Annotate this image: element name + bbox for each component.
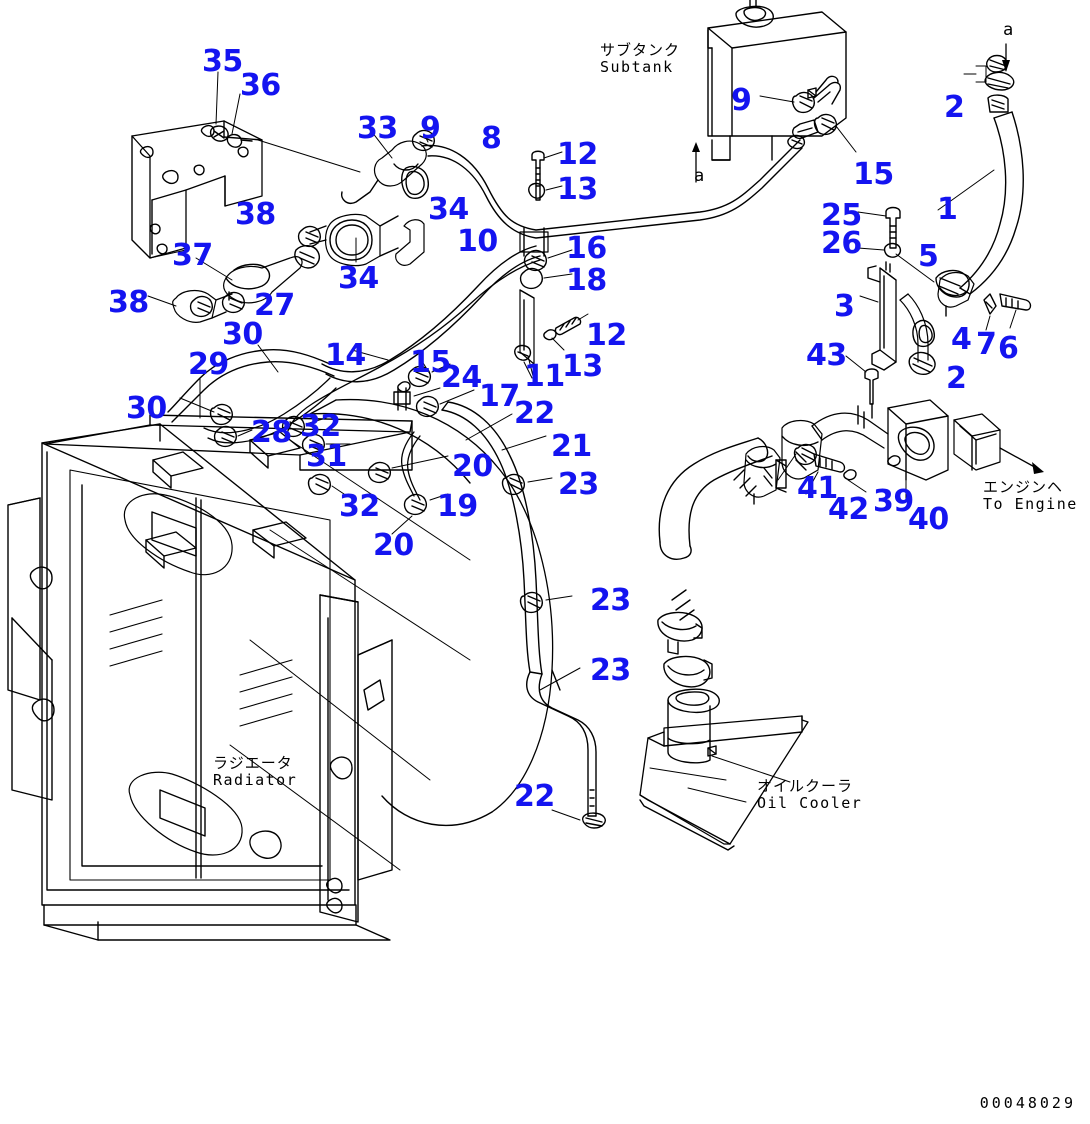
callout-25-15[interactable]: 25 — [821, 198, 862, 233]
callout-38-22[interactable]: 38 — [108, 285, 149, 320]
callout-12-33[interactable]: 12 — [586, 318, 627, 353]
callout-2-37[interactable]: 2 — [946, 361, 967, 396]
callout-2-8[interactable]: 2 — [944, 90, 965, 125]
radiator-assembly — [7, 414, 413, 941]
annotation-radiator-en: Radiator — [213, 771, 298, 789]
callout-40-52[interactable]: 40 — [908, 502, 949, 537]
callout-24-31[interactable]: 24 — [441, 360, 482, 395]
callout-23-45[interactable]: 23 — [558, 467, 599, 502]
annotation-subtank: サブタンク Subtank — [600, 42, 680, 76]
engine-connection-assembly — [657, 355, 1044, 688]
callout-23-54[interactable]: 23 — [590, 653, 631, 688]
callout-30-23[interactable]: 30 — [222, 317, 263, 352]
callout-13-34[interactable]: 13 — [562, 349, 603, 384]
callout-5-18[interactable]: 5 — [918, 239, 939, 274]
fan-shroud — [145, 398, 561, 871]
annotation-radiator-jp: ラジエータ — [213, 754, 293, 772]
callout-37-19[interactable]: 37 — [172, 238, 213, 273]
callout-6-27[interactable]: 6 — [998, 331, 1019, 366]
callout-11-35[interactable]: 11 — [524, 359, 565, 394]
callout-35-0[interactable]: 35 — [202, 44, 243, 79]
callout-39-51[interactable]: 39 — [873, 484, 914, 519]
annotation-to-engine-jp: エンジンヘ — [983, 478, 1064, 496]
callout-14-29[interactable]: 14 — [325, 338, 366, 373]
annotation-to-engine: エンジンヘ To Engine — [983, 479, 1078, 513]
callout-9-7[interactable]: 9 — [731, 83, 752, 118]
callout-32-40[interactable]: 32 — [300, 409, 341, 444]
annotation-oil-cooler: オイルクーラ Oil Cooler — [757, 778, 862, 812]
annotation-subtank-jp: サブタンク — [600, 41, 681, 59]
callout-9-3[interactable]: 9 — [420, 111, 441, 146]
callout-8-4[interactable]: 8 — [481, 121, 502, 156]
callout-21-43[interactable]: 21 — [551, 429, 592, 464]
callout-22-55[interactable]: 22 — [514, 779, 555, 814]
callout-26-16[interactable]: 26 — [821, 226, 862, 261]
annotation-subtank-en: Subtank — [600, 58, 674, 76]
callout-15-9[interactable]: 15 — [853, 157, 894, 192]
callout-42-50[interactable]: 42 — [828, 492, 869, 527]
callout-36-1[interactable]: 36 — [240, 68, 281, 103]
callout-34-11[interactable]: 34 — [428, 192, 469, 227]
callout-1-17[interactable]: 1 — [937, 192, 958, 227]
annotation-oil-cooler-en: Oil Cooler — [757, 794, 863, 812]
annotation-radiator: ラジエータ Radiator — [213, 755, 297, 789]
callout-10-12[interactable]: 10 — [457, 224, 498, 259]
callout-20-48[interactable]: 20 — [373, 528, 414, 563]
oil-cooler-hose — [441, 401, 606, 829]
subtank — [692, 0, 857, 183]
callout-38-10[interactable]: 38 — [235, 197, 276, 232]
callout-4-25[interactable]: 4 — [951, 322, 972, 357]
callout-43-36[interactable]: 43 — [806, 338, 847, 373]
callout-23-53[interactable]: 23 — [590, 583, 631, 618]
annotation-to-engine-en: To Engine — [983, 495, 1078, 513]
callout-7-26[interactable]: 7 — [976, 327, 997, 362]
callout-27-21[interactable]: 27 — [254, 288, 295, 323]
upper-bracket — [131, 71, 361, 259]
callout-33-2[interactable]: 33 — [357, 111, 398, 146]
hose-sleeve-group — [147, 129, 435, 373]
callout-28-39[interactable]: 28 — [251, 415, 292, 450]
callout-19-47[interactable]: 19 — [437, 489, 478, 524]
right-hose-assembly — [857, 43, 1032, 375]
upper-hose-run — [167, 139, 803, 535]
callout-31-41[interactable]: 31 — [306, 439, 347, 474]
callout-29-28[interactable]: 29 — [188, 347, 229, 382]
callout-34-20[interactable]: 34 — [338, 261, 379, 296]
callout-12-5[interactable]: 12 — [557, 137, 598, 172]
annotation-oil-cooler-jp: オイルクーラ — [757, 777, 854, 795]
drawing-code: 00048029 — [979, 1094, 1076, 1112]
callout-32-46[interactable]: 32 — [339, 489, 380, 524]
callout-41-49[interactable]: 41 — [797, 471, 838, 506]
callout-16-13[interactable]: 16 — [566, 231, 607, 266]
callout-22-42[interactable]: 22 — [514, 396, 555, 431]
callout-3-24[interactable]: 3 — [834, 289, 855, 324]
section-letter-a-subtank: a — [694, 166, 705, 186]
callout-13-6[interactable]: 13 — [557, 172, 598, 207]
callout-15-30[interactable]: 15 — [410, 345, 451, 380]
oil-cooler — [639, 688, 809, 851]
callout-20-44[interactable]: 20 — [452, 449, 493, 484]
section-letter-a-top: a — [1003, 20, 1014, 40]
callout-18-14[interactable]: 18 — [566, 263, 607, 298]
callout-30-38[interactable]: 30 — [126, 391, 167, 426]
callout-17-32[interactable]: 17 — [479, 379, 520, 414]
